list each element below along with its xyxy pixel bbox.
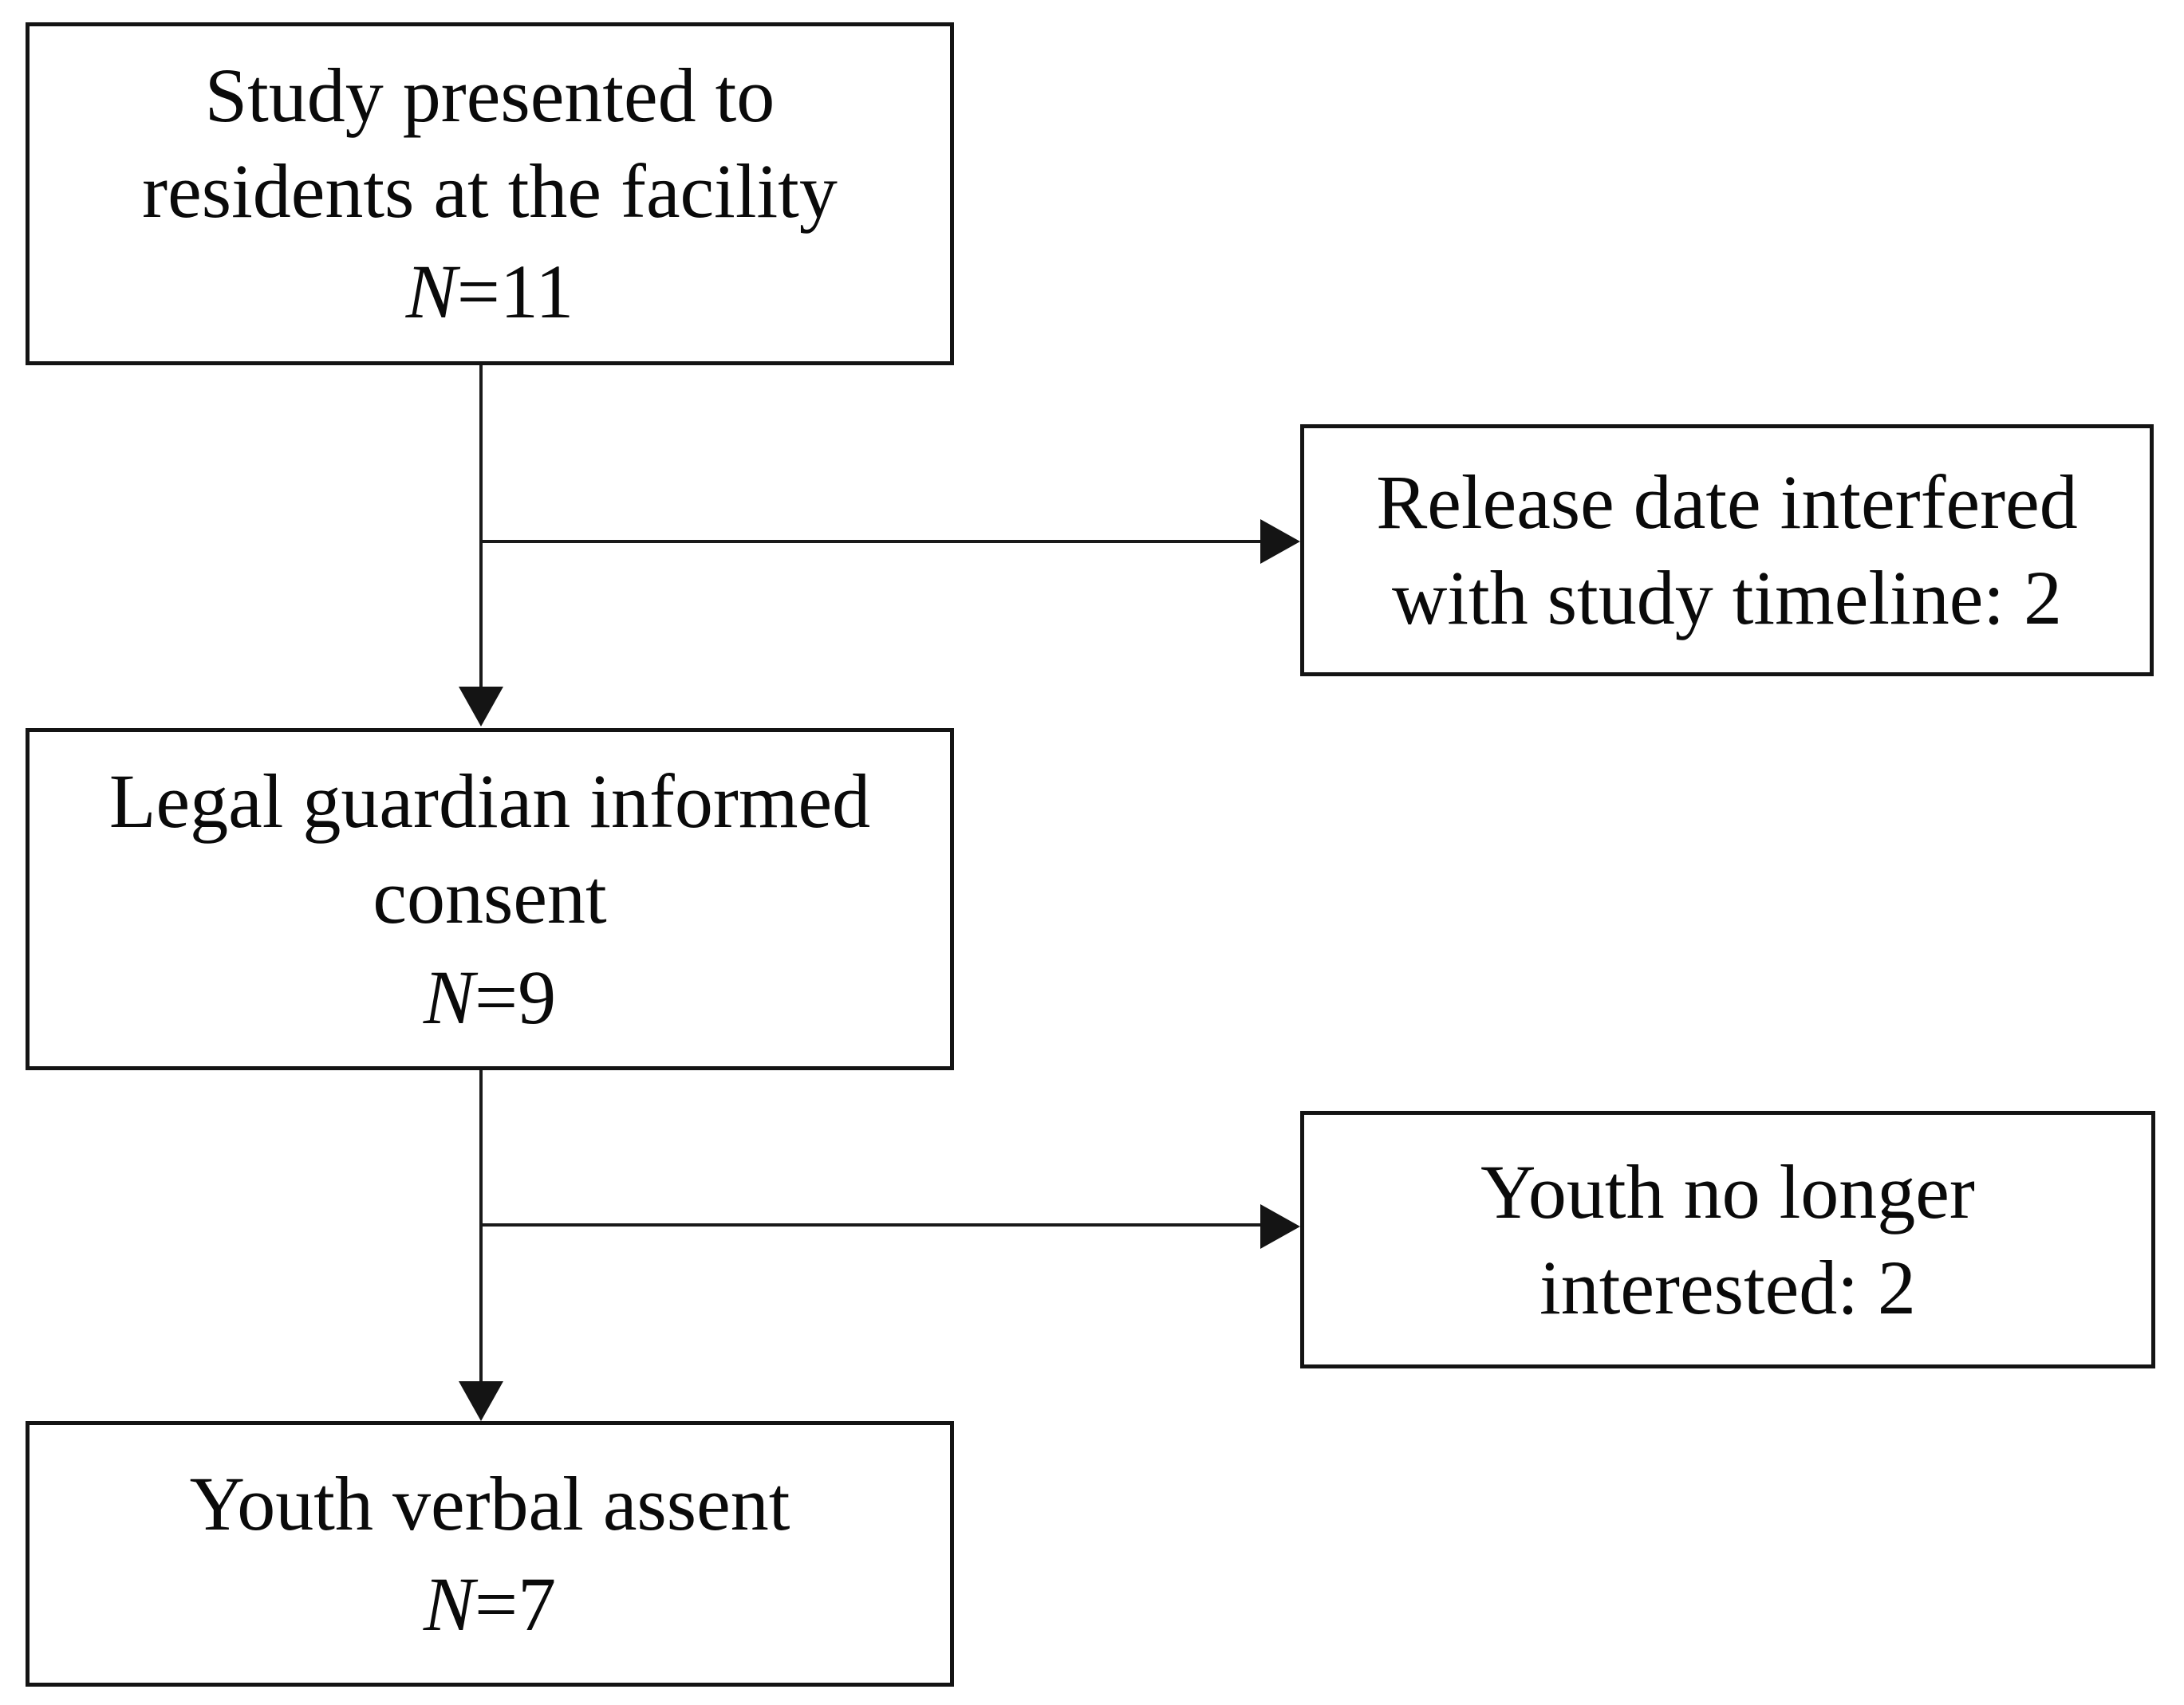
box-study-line-1: Study presented to [204,53,775,138]
box-assent-count-n: N [423,1561,475,1647]
box-assent-line-1: Youth verbal assent [189,1460,790,1546]
connector-branch-to-release-line [479,540,1260,543]
arrowhead-right-to-release-icon [1260,519,1300,564]
box-no-longer-interested-exclusion: Youth no longer interested: 2 [1300,1111,2155,1368]
box-assent-count-value: =7 [474,1561,557,1647]
box-consent-line-2: consent [373,853,607,939]
box-consent-count: N=9 [424,950,556,1045]
box-release-line-2: with study timeline: 2 [1392,555,2062,640]
box-assent-count: N=7 [424,1557,556,1652]
box-study-count-n: N [405,249,457,334]
box-release-date-exclusion: Release date interfered with study timel… [1300,424,2154,676]
box-consent-line-1: Legal guardian informed [108,758,871,844]
box-interest-line-2: interested: 2 [1539,1244,1916,1330]
box-release-line-1: Release date interfered [1376,459,2078,545]
box-consent-count-value: =9 [474,954,557,1040]
box-study-presented: Study presented to residents at the faci… [26,22,954,365]
arrowhead-down-to-assent-icon [459,1381,503,1421]
box-study-count-value: =11 [456,249,574,334]
box-guardian-consent: Legal guardian informed consent N=9 [26,728,954,1070]
box-interest-line-1: Youth no longer [1480,1148,1975,1234]
arrowhead-down-to-consent-icon [459,687,503,726]
box-study-line-2: residents at the facility [142,148,838,234]
box-consent-count-n: N [423,954,475,1040]
arrowhead-right-to-interest-icon [1260,1204,1300,1249]
connector-study-to-consent-line [479,365,483,693]
connector-branch-to-interest-line [479,1223,1260,1227]
box-youth-assent: Youth verbal assent N=7 [26,1421,954,1687]
box-study-count: N=11 [406,244,574,340]
